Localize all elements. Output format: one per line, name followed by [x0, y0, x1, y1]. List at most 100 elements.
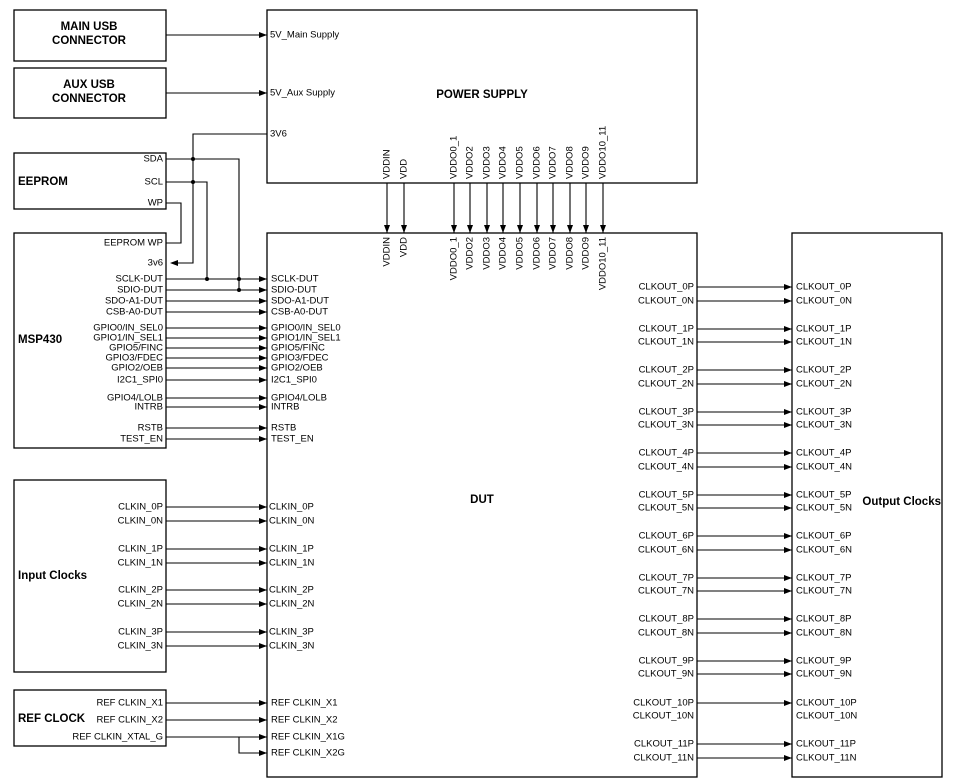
- arrowhead-icon: [784, 298, 792, 304]
- aux-usb-connector-block: [13, 67, 167, 119]
- input-clock-label: CLKIN_3N: [118, 641, 164, 652]
- msp430-block: [13, 232, 167, 449]
- dut-clkout-pin-label: CLKOUT_1P: [639, 324, 694, 335]
- arrowhead-icon: [567, 225, 573, 233]
- output-clock-label: CLKOUT_11N: [796, 753, 857, 764]
- output-clock-label: CLKOUT_8N: [796, 628, 852, 639]
- main-usb-connector-block: [13, 9, 167, 62]
- dut-supply-pin-label: VDDO8: [565, 237, 576, 270]
- output-clock-label: CLKOUT_8P: [796, 614, 851, 625]
- dut-clkout-pin-label: CLKOUT_9P: [639, 656, 694, 667]
- dut-clkin-pin-label: CLKIN_2N: [269, 599, 315, 610]
- arrowhead-icon: [259, 298, 267, 304]
- dut-clkout-pin-label: CLKOUT_9N: [638, 669, 694, 680]
- arrowhead-icon: [784, 505, 792, 511]
- dut-supply-pin-label: VDDO0_1: [449, 237, 460, 280]
- dut-clkout-pin-label: CLKOUT_0P: [639, 282, 694, 293]
- power-supply-output-label: VDDO0_1: [449, 136, 460, 179]
- msp430-signal-label: GPIO2/OEB: [111, 363, 163, 374]
- arrowhead-icon: [259, 734, 267, 740]
- arrowhead-icon: [259, 587, 267, 593]
- msp430-signal-label: SDO-A1-DUT: [105, 296, 163, 307]
- dut-control-pin-label: GPIO4/LOLB: [271, 393, 327, 404]
- aux-usb-title-2: CONNECTOR: [52, 93, 127, 105]
- arrowhead-icon: [784, 547, 792, 553]
- msp430-signal-label: GPIO1/IN_SEL1: [93, 333, 163, 344]
- arrowhead-icon: [259, 395, 267, 401]
- power-supply-output-label: VDDIN: [382, 149, 393, 179]
- arrowhead-icon: [259, 276, 267, 282]
- arrowhead-icon: [259, 436, 267, 442]
- pin-label-5v-aux: 5V_Aux Supply: [270, 88, 335, 99]
- arrowhead-icon: [583, 225, 589, 233]
- arrowhead-icon: [784, 588, 792, 594]
- msp430-signal-label: SDIO-DUT: [117, 285, 163, 296]
- output-clock-label: CLKOUT_4N: [796, 462, 852, 473]
- arrowhead-icon: [259, 309, 267, 315]
- arrowhead-icon: [259, 643, 267, 649]
- power-supply-output-label: VDDO4: [498, 146, 509, 179]
- output-clock-label: CLKOUT_6P: [796, 531, 851, 542]
- power-supply-title: POWER SUPPLY: [436, 89, 528, 101]
- power-supply-output-label: VDDO3: [482, 146, 493, 179]
- output-clock-label: CLKOUT_3P: [796, 407, 851, 418]
- dut-clkout-pin-label: CLKOUT_7N: [638, 586, 694, 597]
- arrowhead-icon: [259, 700, 267, 706]
- input-clock-label: CLKIN_3P: [118, 627, 163, 638]
- power-supply-output-label: VDDO5: [515, 146, 526, 179]
- dut-clkout-pin-label: CLKOUT_3P: [639, 407, 694, 418]
- dut-title: DUT: [470, 494, 494, 506]
- dut-clkout-pin-label: CLKOUT_11P: [634, 739, 694, 750]
- output-clock-label: CLKOUT_0P: [796, 282, 851, 293]
- arrowhead-icon: [784, 575, 792, 581]
- dut-supply-pin-label: VDD: [399, 237, 410, 257]
- dut-clkout-pin-label: CLKOUT_0N: [638, 296, 694, 307]
- output-clock-label: CLKOUT_5N: [796, 503, 852, 514]
- arrowhead-icon: [259, 377, 267, 383]
- power-supply-output-label: VDDO8: [565, 146, 576, 179]
- dut-clkout-pin-label: CLKOUT_4P: [639, 448, 694, 459]
- dut-control-pin-label: RSTB: [271, 423, 296, 434]
- dut-supply-pin-label: VDDO5: [515, 237, 526, 270]
- input-clock-label: CLKIN_2N: [118, 599, 164, 610]
- arrowhead-icon: [259, 717, 267, 723]
- arrowhead-icon: [784, 409, 792, 415]
- arrowhead-icon: [259, 335, 267, 341]
- dut-clkout-pin-label: CLKOUT_10P: [633, 698, 694, 709]
- output-clock-label: CLKOUT_7P: [796, 573, 851, 584]
- input-clock-label: CLKIN_1P: [118, 544, 163, 555]
- arrowhead-icon: [259, 546, 267, 552]
- output-clock-label: CLKOUT_9N: [796, 669, 852, 680]
- arrowhead-icon: [600, 225, 606, 233]
- dut-control-pin-label: SDO-A1-DUT: [271, 296, 329, 307]
- output-clock-label: CLKOUT_10P: [796, 698, 857, 709]
- dut-ref-clock-pin-label: REF CLKIN_X2G: [271, 748, 345, 759]
- eeprom-pin-label: SCL: [145, 177, 163, 188]
- dut-supply-pin-label: VDDIN: [382, 237, 393, 267]
- msp430-signal-label: SCLK-DUT: [115, 274, 163, 285]
- input-clocks-title: Input Clocks: [18, 570, 87, 582]
- arrowhead-icon: [784, 616, 792, 622]
- power-supply-output-label: VDD: [399, 159, 410, 179]
- output-clocks-title: Output Clocks: [862, 496, 941, 508]
- output-clock-label: CLKOUT_3N: [796, 420, 852, 431]
- dut-control-pin-label: SDIO-DUT: [271, 285, 317, 296]
- scl-wire: [166, 181, 208, 279]
- dut-clkin-pin-label: CLKIN_3P: [269, 627, 314, 638]
- arrowhead-icon: [784, 326, 792, 332]
- dut-clkout-pin-label: CLKOUT_1N: [638, 337, 694, 348]
- msp430-signal-label: GPIO4/LOLB: [107, 393, 163, 404]
- dut-clkout-pin-label: CLKOUT_4N: [638, 462, 694, 473]
- power-supply-output-label: VDDO2: [465, 146, 476, 179]
- input-clock-label: CLKIN_0N: [118, 516, 164, 527]
- eeprom-block: [13, 152, 167, 210]
- dut-clkin-pin-label: CLKIN_1P: [269, 544, 314, 555]
- arrowhead-icon: [784, 367, 792, 373]
- main-usb-title: MAIN USB: [61, 21, 118, 33]
- dut-control-pin-label: SCLK-DUT: [271, 274, 319, 285]
- output-clock-label: CLKOUT_1P: [796, 324, 851, 335]
- output-clock-label: CLKOUT_6N: [796, 545, 852, 556]
- dut-control-pin-label: GPIO3/FDEC: [271, 353, 329, 364]
- output-clock-label: CLKOUT_7N: [796, 586, 852, 597]
